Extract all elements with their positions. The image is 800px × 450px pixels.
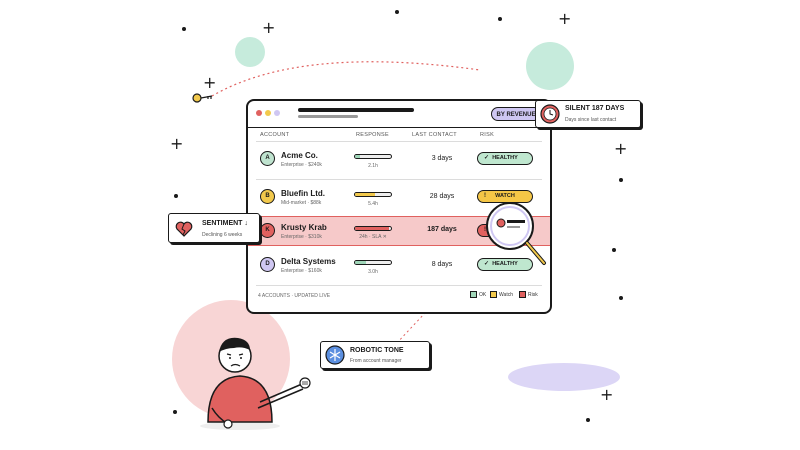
response-bar (354, 226, 392, 231)
callout-title: SILENT 187 DAYS (565, 105, 625, 112)
dot-decoration (174, 194, 178, 198)
account-subtitle: Enterprise · $310k (281, 234, 322, 240)
response-bar-fill (355, 193, 375, 196)
plus-decoration: + (600, 385, 614, 404)
dot-decoration (182, 27, 186, 31)
legend-risk: Risk (519, 291, 538, 298)
key-icon (192, 93, 213, 103)
status-label: HEALTHY (492, 155, 518, 161)
table-row[interactable]: D Delta Systems Enterprise · $160k 3.0h … (254, 248, 544, 284)
warning-icon: ! (484, 193, 486, 199)
account-name: Acme Co. (281, 151, 318, 160)
avatar: K (260, 223, 275, 238)
status-label: HEALTHY (492, 261, 518, 267)
snowflake-icon (325, 345, 345, 365)
plus-decoration: + (262, 18, 276, 37)
account-subtitle: Enterprise · $160k (281, 268, 322, 274)
accounts-footer: 4 ACCOUNTS · UPDATED LIVE (258, 293, 331, 299)
status-badge[interactable]: ! WATCH (477, 190, 533, 203)
account-name: Delta Systems (281, 257, 336, 266)
dot-decoration (612, 248, 616, 252)
plus-decoration: + (170, 134, 184, 153)
response-value: 2.1h (368, 163, 378, 169)
response-value: 3.0h (368, 269, 378, 275)
window-maximize-button[interactable] (274, 110, 280, 116)
magnifier-icon (486, 202, 546, 265)
lavender-ellipse-decoration (508, 363, 620, 391)
callout-title: SENTIMENT ↓ (202, 220, 248, 227)
last-contact-value: 8 days (431, 261, 453, 268)
row-divider (256, 179, 542, 180)
plus-decoration: + (614, 139, 628, 158)
response-value: 5.4h (368, 201, 378, 207)
silent-days-callout: SILENT 187 DAYS Days since last contact (535, 100, 641, 128)
column-header-account[interactable]: ACCOUNT (260, 132, 290, 138)
legend-swatch (519, 291, 526, 298)
avatar: A (260, 151, 275, 166)
broken-heart-icon (175, 221, 193, 237)
callout-subtitle: Days since last contact (565, 117, 617, 123)
status-label: WATCH (495, 193, 515, 199)
plus-decoration: + (558, 9, 572, 28)
footer-divider (256, 285, 542, 286)
callout-title: ROBOTIC TONE (350, 347, 404, 354)
legend-label: OK (479, 291, 487, 298)
clock-icon (540, 104, 560, 124)
last-contact-value: 3 days (431, 155, 453, 162)
sort-by-revenue-button[interactable]: BY REVENUE (491, 107, 541, 121)
response-bar (354, 154, 392, 159)
window-titlebar: BY REVENUE (248, 101, 550, 128)
status-badge[interactable]: ✓ HEALTHY (477, 152, 533, 165)
dot-decoration (498, 17, 502, 21)
legend-label: Watch (499, 291, 513, 298)
legend-label: Risk (528, 291, 538, 298)
column-header-risk[interactable]: RISK (480, 132, 495, 138)
mint-circle-decoration (235, 37, 265, 67)
header-divider (256, 141, 542, 142)
legend-ok: OK (470, 291, 486, 298)
response-bar-fill (355, 261, 366, 264)
legend-swatch (490, 291, 497, 298)
dot-decoration (395, 10, 399, 14)
dot-decoration (619, 178, 623, 182)
account-subtitle: Mid-market · $88k (281, 200, 322, 206)
last-contact-value: 187 days (427, 226, 457, 233)
response-value: 24h · SLA ✕ (359, 234, 387, 240)
sentiment-callout: SENTIMENT ↓ Declining 6 weeks (168, 213, 260, 243)
response-bar-fill (355, 227, 390, 230)
callout-subtitle: From account manager (350, 358, 402, 364)
legend-watch: Watch (490, 291, 513, 298)
check-icon: ✓ (484, 261, 490, 267)
window-title-placeholder (298, 108, 414, 112)
dot-decoration (173, 410, 177, 414)
warning-icon: ! (484, 227, 486, 233)
mint-circle-decoration (526, 42, 574, 90)
window-subtitle-placeholder (298, 115, 358, 118)
robotic-tone-callout: ROBOTIC TONE From account manager (320, 341, 430, 369)
account-name: Krusty Krab (281, 223, 327, 232)
avatar: B (260, 189, 275, 204)
response-bar (354, 192, 392, 197)
table-row[interactable]: A Acme Co. Enterprise · $240k 2.1h 3 day… (254, 142, 544, 178)
column-header-last-contact[interactable]: LAST CONTACT (412, 132, 457, 138)
plus-decoration: + (203, 73, 217, 92)
account-name: Bluefin Ltd. (281, 189, 325, 198)
frowning-person-illustration (200, 337, 311, 430)
table-row[interactable]: B Bluefin Ltd. Mid-market · $88k 5.4h 28… (254, 180, 544, 216)
legend-swatch (470, 291, 477, 298)
dot-decoration (619, 296, 623, 300)
response-bar-fill (355, 155, 361, 158)
check-icon: ✓ (484, 155, 490, 161)
dot-decoration (586, 418, 590, 422)
response-bar (354, 260, 392, 265)
avatar: D (260, 257, 275, 272)
column-header-response[interactable]: RESPONSE (356, 132, 389, 138)
last-contact-value: 28 days (429, 193, 455, 200)
account-subtitle: Enterprise · $240k (281, 162, 322, 168)
window-minimize-button[interactable] (265, 110, 271, 116)
status-badge[interactable]: ✓ HEALTHY (477, 258, 533, 271)
window-close-button[interactable] (256, 110, 262, 116)
callout-subtitle: Declining 6 weeks (202, 232, 243, 238)
